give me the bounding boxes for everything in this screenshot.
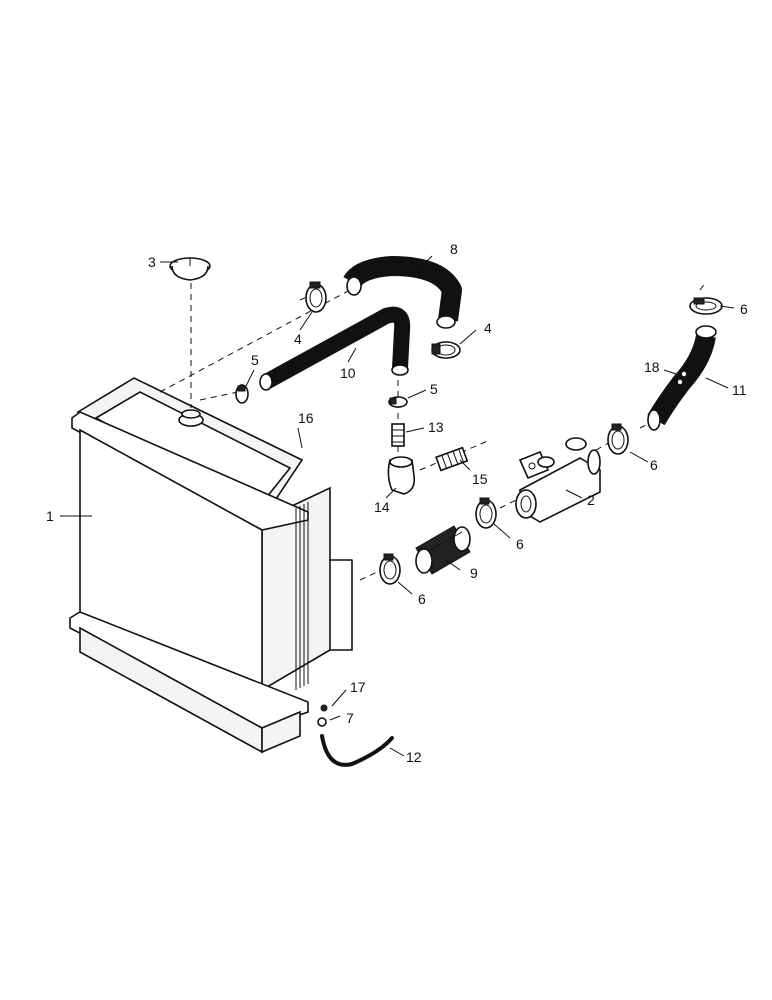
callout-7: 7 <box>346 710 354 726</box>
callout-labels: 1 2 3 4 4 5 5 6 6 6 6 7 8 9 10 11 12 13 … <box>46 241 748 765</box>
callout-4b: 4 <box>484 320 492 336</box>
lower-short-hose <box>415 525 471 575</box>
drain-fitting <box>320 704 328 712</box>
callout-13: 13 <box>428 419 444 435</box>
callout-11: 11 <box>732 382 747 398</box>
callout-5b: 5 <box>430 381 438 397</box>
callout-6a: 6 <box>740 301 748 317</box>
radiator-outlet-connector <box>329 559 353 651</box>
clamp-4-right <box>431 341 461 359</box>
drain-washer <box>317 717 327 727</box>
callout-16: 16 <box>298 410 314 426</box>
drain-hose <box>320 734 394 767</box>
radiator-cap <box>169 257 211 281</box>
clamp-4-left <box>305 281 327 313</box>
callout-17: 17 <box>350 679 366 695</box>
callout-14: 14 <box>374 499 390 515</box>
clamp-6-mid <box>607 423 629 455</box>
hose-clamps <box>235 281 723 585</box>
bypass-hose <box>259 306 411 391</box>
callout-3: 3 <box>148 254 156 270</box>
radiator <box>69 377 353 754</box>
upper-hose <box>343 256 462 329</box>
leader-lines <box>60 255 735 757</box>
callout-15: 15 <box>472 471 488 487</box>
callout-1: 1 <box>46 508 54 524</box>
callout-4a: 4 <box>294 331 302 347</box>
radiator-bottom-tank-side <box>261 710 301 754</box>
callout-18: 18 <box>644 359 660 375</box>
clamp-5-center <box>388 396 408 408</box>
radiator-bottom-rail <box>69 611 309 729</box>
clamp-5-left <box>235 384 249 404</box>
callout-6b: 6 <box>650 457 658 473</box>
callout-2: 2 <box>587 492 595 508</box>
callout-6d: 6 <box>418 591 426 607</box>
fittings <box>387 423 469 495</box>
clamp-6-lower <box>379 553 401 585</box>
clamp-6-top <box>689 297 723 315</box>
thermostat-housing <box>515 437 601 523</box>
callout-12: 12 <box>406 749 422 765</box>
callout-8: 8 <box>450 241 458 257</box>
callout-5a: 5 <box>251 352 259 368</box>
callout-6c: 6 <box>516 536 524 552</box>
clamp-6-center <box>475 497 497 529</box>
right-hose <box>647 325 717 431</box>
callout-9: 9 <box>470 565 478 581</box>
callout-10: 10 <box>340 365 356 381</box>
